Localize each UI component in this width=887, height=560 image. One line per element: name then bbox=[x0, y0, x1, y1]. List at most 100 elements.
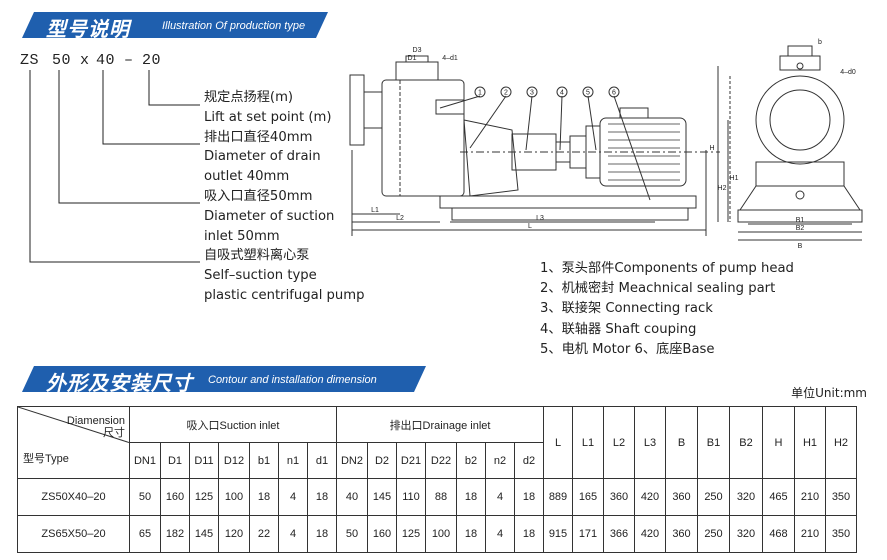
col-header: D12 bbox=[218, 442, 250, 479]
dim-h: H bbox=[709, 145, 714, 152]
dimension-value-cell: 18 bbox=[456, 515, 486, 553]
dimension-value-cell: 4 bbox=[278, 515, 308, 553]
banner-background bbox=[22, 366, 426, 392]
col-header: D2 bbox=[367, 442, 397, 479]
col-header: b1 bbox=[249, 442, 279, 479]
parts-legend: 1、泵头部件Components of pump head 2、机械密封 Mea… bbox=[540, 259, 794, 360]
dimension-value-cell: 468 bbox=[762, 515, 795, 553]
desc-line: outlet 40mm bbox=[204, 169, 290, 185]
dimension-value-cell: 182 bbox=[160, 515, 190, 553]
dimension-value-cell: 125 bbox=[189, 478, 219, 516]
dimension-value-cell: 160 bbox=[367, 515, 397, 553]
dimension-value-cell: 22 bbox=[249, 515, 279, 553]
dimension-value-cell: 465 bbox=[762, 478, 795, 516]
desc-line: plastic centrifugal pump bbox=[204, 287, 365, 303]
desc-line: 自吸式塑料离心泵 bbox=[204, 248, 310, 264]
dim-d3: D3 bbox=[413, 47, 422, 54]
col-header: d2 bbox=[514, 442, 544, 479]
dim-b-total: B bbox=[798, 243, 803, 250]
corner-diagonal bbox=[18, 407, 129, 443]
dimension-value-cell: 100 bbox=[425, 515, 457, 553]
dimension-value-cell: 250 bbox=[697, 478, 730, 516]
legend-item: 2、机械密封 Meachnical sealing part bbox=[540, 281, 776, 297]
dimension-value-cell: 18 bbox=[307, 515, 337, 553]
model-banner: 型号说明 Illustration Of production type bbox=[22, 12, 328, 41]
legend-item: 1、泵头部件Components of pump head bbox=[540, 261, 794, 276]
col-header: n2 bbox=[485, 442, 515, 479]
dim-b2: B2 bbox=[796, 225, 805, 232]
model-code-x: x bbox=[80, 52, 90, 69]
col-header: B2 bbox=[729, 406, 763, 479]
col-header: L3 bbox=[634, 406, 666, 479]
corner-top-label: Diamension 尺寸 bbox=[67, 415, 125, 439]
dimension-value-cell: 40 bbox=[336, 478, 368, 516]
dimension-value-cell: 100 bbox=[218, 478, 250, 516]
drain-header: 排出口Drainage inlet bbox=[336, 406, 544, 443]
dim-n-d0: 4–d0 bbox=[840, 69, 856, 76]
dimension-value-cell: 120 bbox=[218, 515, 250, 553]
callout-2: 2 bbox=[504, 90, 508, 97]
col-header: DN2 bbox=[336, 442, 368, 479]
dimension-value-cell: 250 bbox=[697, 515, 730, 553]
callout-1: 1 bbox=[478, 90, 482, 97]
callout-4: 4 bbox=[560, 90, 564, 97]
desc-line: 规定点扬程(m) bbox=[204, 90, 294, 105]
dim-l3: L3 bbox=[536, 215, 544, 222]
col-header: H bbox=[762, 406, 795, 479]
dimension-value-cell: 320 bbox=[729, 515, 763, 553]
dimension-value-cell: 360 bbox=[603, 478, 635, 516]
dimension-value-cell: 171 bbox=[572, 515, 604, 553]
dim-l2: L2 bbox=[396, 215, 404, 222]
dimension-value-cell: 18 bbox=[307, 478, 337, 516]
dimension-value-cell: 4 bbox=[485, 515, 515, 553]
model-code-suction: 50 bbox=[52, 52, 72, 69]
dim-b1: B1 bbox=[796, 217, 805, 224]
model-description: 规定点扬程(m) Lift at set point (m) 排出口直径40mm… bbox=[204, 88, 365, 306]
dimension-value-cell: 125 bbox=[396, 515, 426, 553]
col-header: B1 bbox=[697, 406, 730, 479]
model-code-dash: – bbox=[124, 52, 134, 69]
dim-n-d1: 4–d1 bbox=[442, 55, 458, 62]
suction-header: 吸入口Suction inlet bbox=[129, 406, 337, 443]
col-header: H2 bbox=[825, 406, 857, 479]
desc-line: Self–suction type bbox=[204, 268, 317, 284]
dimension-value-cell: 320 bbox=[729, 478, 763, 516]
col-header: L1 bbox=[572, 406, 604, 479]
col-header: DN1 bbox=[129, 442, 161, 479]
dimension-banner: 外形及安装尺寸 Contour and installation dimensi… bbox=[22, 366, 426, 395]
dimension-value-cell: 4 bbox=[485, 478, 515, 516]
dimension-value-cell: 18 bbox=[514, 515, 544, 553]
dim-l: L bbox=[528, 223, 532, 230]
banner-title-en: Illustration Of production type bbox=[162, 20, 306, 32]
dimension-value-cell: 145 bbox=[367, 478, 397, 516]
dim-h1: H1 bbox=[730, 175, 739, 182]
desc-line: Diameter of drain bbox=[204, 149, 321, 165]
dimension-value-cell: 210 bbox=[794, 478, 826, 516]
banner-title-cn: 型号说明 bbox=[46, 17, 130, 41]
banner-title-en: Contour and installation dimension bbox=[208, 374, 377, 386]
corner-top-line: Diamension bbox=[66, 415, 125, 427]
col-header: D1 bbox=[160, 442, 190, 479]
dimension-value-cell: 165 bbox=[572, 478, 604, 516]
dimension-value-cell: 18 bbox=[456, 478, 486, 516]
col-header: D21 bbox=[396, 442, 426, 479]
callout-3: 3 bbox=[530, 90, 534, 97]
dimension-value-cell: 366 bbox=[603, 515, 635, 553]
dimension-value-cell: 110 bbox=[396, 478, 426, 516]
legend-item: 3、联接架 Connecting rack bbox=[540, 301, 713, 317]
col-header: b2 bbox=[456, 442, 486, 479]
dim-b: b bbox=[818, 39, 822, 46]
desc-line: 吸入口直径50mm bbox=[204, 188, 313, 204]
table-corner-cell: Diamension 尺寸 型号Type bbox=[17, 406, 130, 479]
dim-l1: L1 bbox=[371, 207, 379, 214]
legend-item: 4、联轴器 Shaft couping bbox=[540, 321, 697, 337]
dimension-value-cell: 420 bbox=[634, 478, 666, 516]
desc-line: inlet 50mm bbox=[204, 228, 280, 244]
table-header-row: Diamension 尺寸 型号Type 吸入口Suction inlet 排出… bbox=[17, 406, 857, 479]
dimension-value-cell: 420 bbox=[634, 515, 666, 553]
dimension-value-cell: 350 bbox=[825, 478, 857, 516]
col-header: B bbox=[665, 406, 698, 479]
